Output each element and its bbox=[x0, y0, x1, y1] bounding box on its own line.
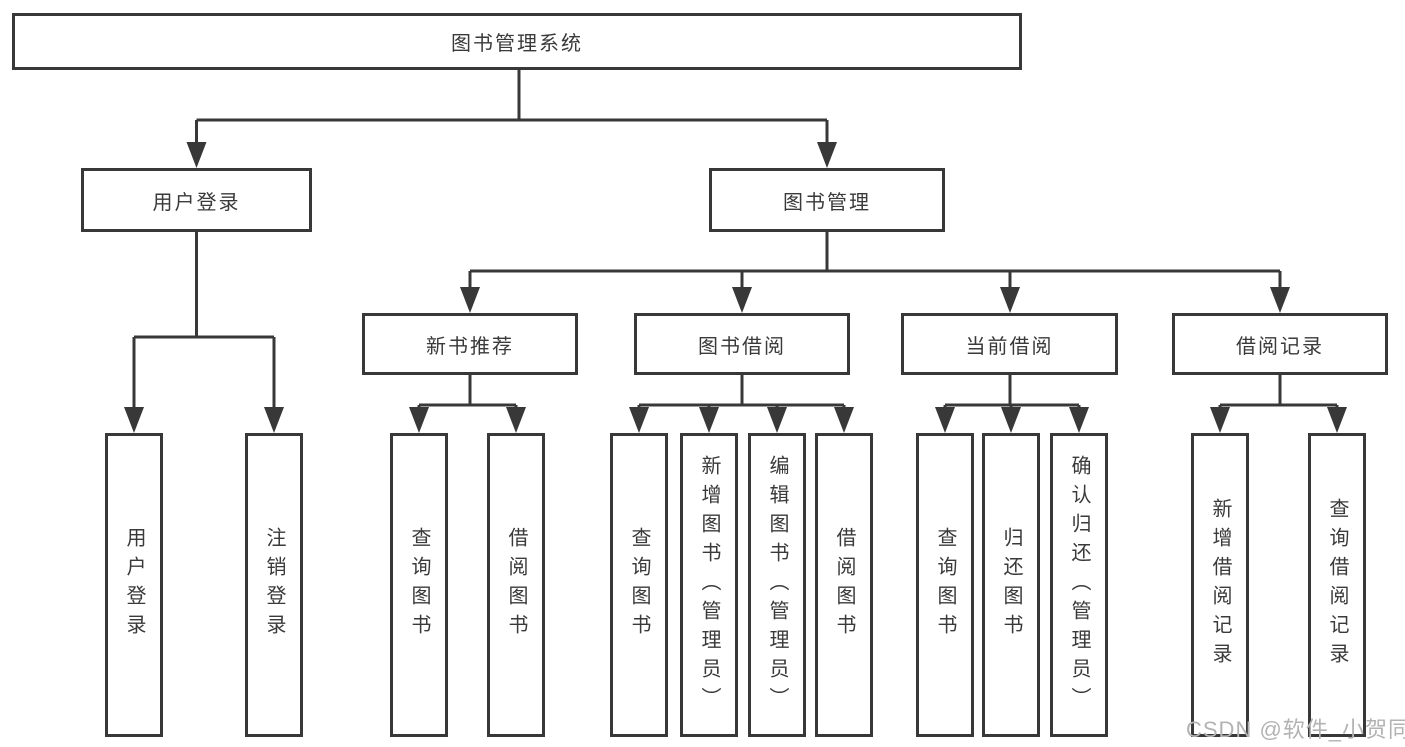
leaf-user-login-label: 用户登录 bbox=[123, 527, 145, 643]
leaf-edit-books-admin: 编辑图书（管理员） bbox=[748, 433, 806, 737]
leaf-add-borrow-record: 新增借阅记录 bbox=[1191, 433, 1249, 737]
leaf-query-books-borrowing: 查询图书 bbox=[610, 433, 668, 737]
node-root-label: 图书管理系统 bbox=[451, 33, 583, 55]
node-book-borrowing-label: 图书借阅 bbox=[698, 335, 786, 358]
leaf-borrow-books: 借阅图书 bbox=[815, 433, 873, 737]
leaf-borrow-books-recommend: 借阅图书 bbox=[487, 433, 545, 737]
leaf-logout-label: 注销登录 bbox=[263, 527, 285, 643]
leaf-add-borrow-record-label: 新增借阅记录 bbox=[1209, 498, 1231, 672]
leaf-query-books-current: 查询图书 bbox=[916, 433, 974, 737]
node-book-management-label: 图书管理 bbox=[783, 191, 871, 214]
node-new-book-recommend: 新书推荐 bbox=[362, 313, 578, 375]
leaf-query-borrow-record: 查询借阅记录 bbox=[1308, 433, 1366, 737]
csdn-watermark: CSDN @软件_小贺同学 bbox=[1186, 717, 1405, 742]
leaf-add-books-admin: 新增图书（管理员） bbox=[680, 433, 738, 737]
node-borrowing-records-label: 借阅记录 bbox=[1236, 335, 1324, 358]
leaf-edit-books-admin-label: 编辑图书（管理员） bbox=[766, 454, 788, 716]
leaf-return-books: 归还图书 bbox=[982, 433, 1040, 737]
leaf-query-books-borrowing-label: 查询图书 bbox=[628, 527, 650, 643]
leaf-query-borrow-record-label: 查询借阅记录 bbox=[1326, 498, 1348, 672]
leaf-borrow-books-recommend-label: 借阅图书 bbox=[505, 527, 527, 643]
leaf-confirm-return-admin-label: 确认归还（管理员） bbox=[1068, 454, 1090, 716]
leaf-add-books-admin-label: 新增图书（管理员） bbox=[698, 454, 720, 716]
node-book-management: 图书管理 bbox=[709, 168, 945, 232]
leaf-confirm-return-admin: 确认归还（管理员） bbox=[1050, 433, 1108, 737]
leaf-return-books-label: 归还图书 bbox=[1000, 527, 1022, 643]
node-user-login: 用户登录 bbox=[81, 168, 312, 232]
node-borrowing-records: 借阅记录 bbox=[1172, 313, 1388, 375]
node-current-borrowing: 当前借阅 bbox=[901, 313, 1118, 375]
leaf-query-books-recommend-label: 查询图书 bbox=[408, 527, 430, 643]
leaf-borrow-books-label: 借阅图书 bbox=[833, 527, 855, 643]
node-new-book-recommend-label: 新书推荐 bbox=[426, 335, 514, 358]
node-user-login-label: 用户登录 bbox=[152, 191, 241, 214]
node-root: 图书管理系统 bbox=[12, 13, 1022, 70]
leaf-user-login: 用户登录 bbox=[105, 433, 163, 737]
leaf-query-books-current-label: 查询图书 bbox=[934, 527, 956, 643]
leaf-query-books-recommend: 查询图书 bbox=[390, 433, 448, 737]
node-current-borrowing-label: 当前借阅 bbox=[965, 335, 1054, 358]
node-book-borrowing: 图书借阅 bbox=[634, 313, 850, 375]
leaf-logout: 注销登录 bbox=[245, 433, 303, 737]
